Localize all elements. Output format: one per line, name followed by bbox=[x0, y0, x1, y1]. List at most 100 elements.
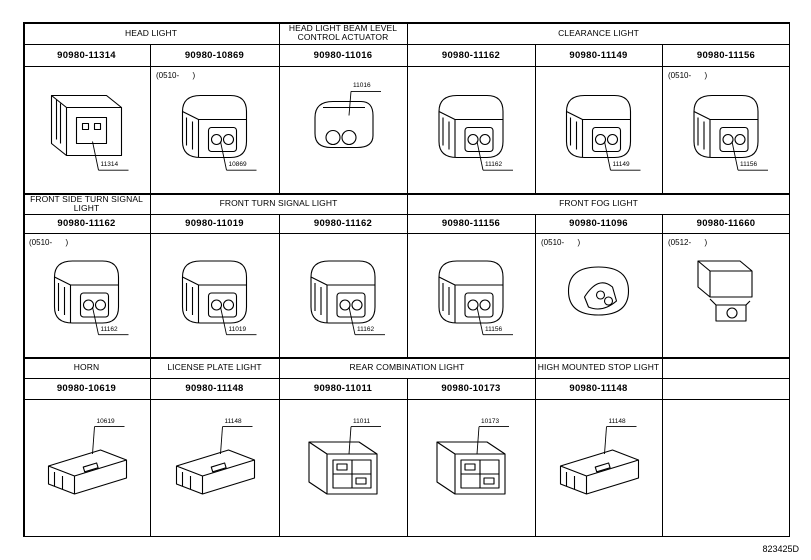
connector-illustration: 11148 bbox=[535, 399, 662, 537]
connector-illustration: (0512- ) bbox=[662, 233, 790, 357]
table-rule bbox=[535, 378, 536, 537]
table-rule bbox=[407, 214, 408, 357]
connector-flat-icon bbox=[175, 426, 256, 495]
table-rule bbox=[788, 22, 790, 537]
connector-flat-icon bbox=[559, 426, 640, 495]
table-rule bbox=[23, 214, 790, 215]
table-rule bbox=[23, 233, 790, 234]
callout-label: 10869 bbox=[228, 161, 247, 169]
connector-flat-icon bbox=[47, 426, 128, 495]
part-number: 90980-11314 bbox=[57, 49, 116, 61]
connector-multipin-icon bbox=[436, 426, 509, 495]
table-rule bbox=[535, 44, 536, 193]
part-number bbox=[662, 378, 790, 399]
connector-illustration: 11156 (0510- ) bbox=[662, 66, 790, 193]
table-rule bbox=[23, 193, 790, 195]
section-header bbox=[662, 357, 790, 378]
part-number: 90980-11096 bbox=[569, 218, 628, 229]
table-rule bbox=[23, 535, 790, 537]
part-number: 90980-11148 bbox=[185, 383, 244, 394]
callout-label: 11148 bbox=[224, 417, 242, 425]
table-rule bbox=[23, 66, 790, 67]
model-date-note: (0510- ) bbox=[668, 71, 708, 80]
section-header: LICENSE PLATE LIGHT bbox=[167, 362, 262, 372]
table-rule bbox=[662, 214, 663, 357]
connector-illustration: 11162 bbox=[279, 233, 407, 357]
table-rule bbox=[535, 214, 536, 357]
connector-lock-icon bbox=[697, 260, 753, 322]
callout-label: 11149 bbox=[612, 161, 630, 169]
callout-label: 11148 bbox=[608, 417, 626, 425]
connector-housing-icon bbox=[50, 94, 129, 171]
connector-illustration: (0510- ) bbox=[535, 233, 662, 357]
callout-label: 11019 bbox=[228, 325, 247, 333]
model-date-note: (0512- ) bbox=[668, 238, 708, 247]
table-rule bbox=[662, 378, 663, 537]
part-number: 90980-11019 bbox=[185, 218, 244, 229]
callout-label: 11162 bbox=[485, 161, 503, 169]
section-header: FRONT TURN SIGNAL LIGHT bbox=[219, 198, 338, 208]
table-rule bbox=[407, 193, 408, 214]
section-header: REAR COMBINATION LIGHT bbox=[349, 362, 465, 372]
table-rule bbox=[23, 399, 790, 400]
part-number: 90980-11162 bbox=[57, 218, 116, 229]
connector-illustration: 11162 (0510- ) bbox=[23, 233, 150, 357]
connector-multipin-icon bbox=[308, 426, 381, 495]
table-rule bbox=[150, 357, 151, 378]
part-number: 90980-11156 bbox=[696, 49, 756, 61]
connector-illustration: 11011 bbox=[279, 399, 407, 537]
table-rule bbox=[279, 378, 280, 537]
connector-illustration: 10173 bbox=[407, 399, 535, 537]
section-header: FRONT SIDE TURN SIGNAL LIGHT bbox=[30, 193, 143, 213]
table-rule bbox=[407, 44, 408, 193]
model-date-note: (0510- ) bbox=[29, 238, 69, 247]
connector-2pin-icon bbox=[181, 260, 257, 336]
part-number: 90980-11660 bbox=[696, 218, 756, 229]
connector-2pin-icon bbox=[181, 94, 257, 171]
connector-illustration: 11314 bbox=[23, 66, 150, 193]
callout-label: 11162 bbox=[357, 325, 375, 333]
connector-2pin-icon bbox=[438, 260, 513, 336]
connector-illustration: 10869(0510- ) bbox=[150, 66, 279, 193]
document-code: 823425D bbox=[762, 544, 799, 554]
connector-2pin-icon bbox=[693, 94, 768, 171]
connector-illustration: 11016 bbox=[279, 66, 407, 193]
section-header: HORN bbox=[73, 362, 100, 372]
part-number: 90980-10619 bbox=[56, 383, 117, 394]
section-header: FRONT FOG LIGHT bbox=[559, 198, 638, 208]
connector-2pin-icon bbox=[53, 260, 129, 336]
table-rule bbox=[662, 357, 663, 378]
table-rule bbox=[23, 22, 790, 24]
connector-2pin-icon bbox=[310, 260, 385, 336]
part-number: 90980-11148 bbox=[569, 383, 628, 394]
callout-label: 11156 bbox=[485, 325, 503, 333]
callout-label: 11016 bbox=[353, 82, 371, 90]
table-rule bbox=[150, 44, 151, 193]
part-number: 90980-11162 bbox=[313, 218, 373, 229]
table-rule bbox=[407, 22, 408, 44]
callout-label: 10619 bbox=[96, 417, 115, 425]
connector-oval-icon bbox=[567, 266, 630, 316]
part-number: 90980-10869 bbox=[184, 49, 245, 61]
connector-illustration: 11162 bbox=[407, 66, 535, 193]
section-header: CLEARANCE LIGHT bbox=[558, 27, 639, 38]
part-number: 90980-11149 bbox=[569, 49, 628, 61]
table-rule bbox=[279, 214, 280, 357]
table-rule bbox=[662, 44, 663, 193]
callout-label: 11162 bbox=[100, 325, 118, 333]
connector-illustration bbox=[662, 399, 790, 537]
part-number: 90980-10173 bbox=[441, 383, 501, 394]
connector-2pin-icon bbox=[438, 94, 513, 171]
part-number: 90980-11162 bbox=[441, 49, 501, 61]
connector-2pin-icon bbox=[565, 94, 641, 171]
table-rule bbox=[23, 22, 25, 537]
callout-label: 11314 bbox=[100, 161, 119, 169]
part-number: 90980-11016 bbox=[313, 49, 373, 61]
table-rule bbox=[23, 357, 790, 359]
table-rule bbox=[279, 357, 280, 378]
callout-label: 11156 bbox=[740, 161, 758, 169]
connector-illustration: 11148 bbox=[150, 399, 279, 537]
model-date-note: (0510- ) bbox=[541, 238, 581, 247]
callout-label: 10173 bbox=[481, 417, 500, 425]
